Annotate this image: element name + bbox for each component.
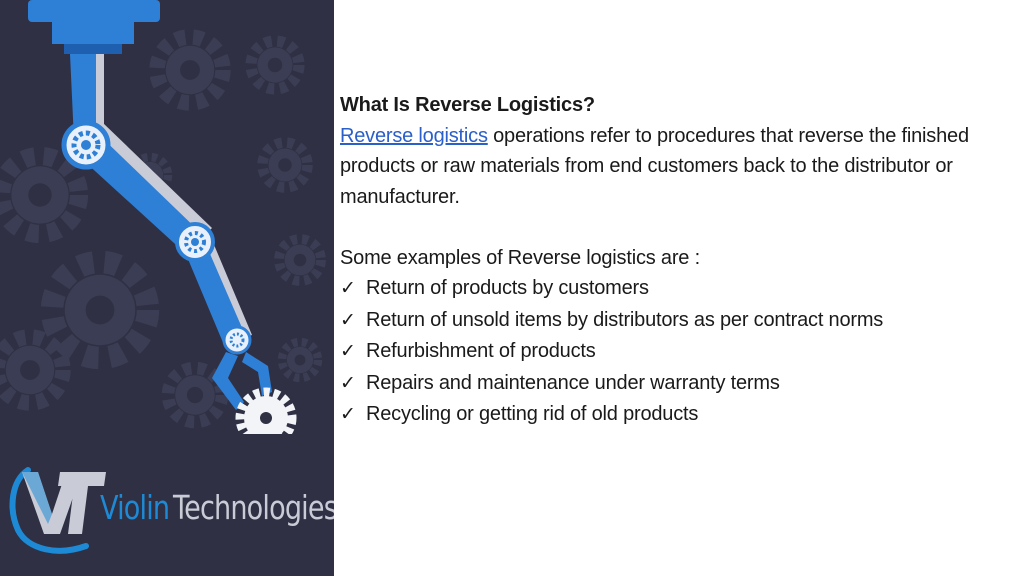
vt-monogram-icon <box>9 467 106 554</box>
article-heading: What Is Reverse Logistics? <box>340 94 595 116</box>
intro-text: operations refer to procedures that reve… <box>340 124 969 208</box>
list-item: ✓ Return of unsold items by distributors … <box>340 305 1010 337</box>
intro-paragraph: Reverse logistics operations refer to pr… <box>340 121 1010 213</box>
paragraph-spacer <box>340 212 1010 243</box>
list-item: ✓ Return of products by customers <box>340 273 1010 305</box>
checkmark-icon: ✓ <box>340 372 356 394</box>
checkmark-icon: ✓ <box>340 278 356 299</box>
list-item-text: Return of products by customers <box>366 277 649 299</box>
list-item-text: Recycling or getting rid of old products <box>366 403 699 425</box>
robotic-arm-illustration <box>0 0 334 454</box>
checkmark-icon: ✓ <box>340 341 356 362</box>
examples-list: ✓ Return of products by customers ✓ Return… <box>340 273 1010 431</box>
list-item: ✓ Refurbishment of products <box>340 336 1010 368</box>
examples-intro: Some examples of Reverse logistics are : <box>340 246 700 269</box>
decorative-side-panel: Violin Technologies <box>0 0 334 576</box>
list-item-text: Repairs and maintenance under warranty t… <box>366 371 780 394</box>
logo-word-violin: Violin <box>100 488 170 527</box>
list-item: ✓ Repairs and maintenance under warranty … <box>340 368 1010 400</box>
reverse-logistics-link[interactable]: Reverse logistics <box>340 124 488 147</box>
list-item-text: Refurbishment of products <box>366 340 596 362</box>
list-item: ✓ Recycling or getting rid of old product… <box>340 399 1010 431</box>
company-logo: Violin Technologies <box>8 458 334 558</box>
list-item-text: Return of unsold items by distributors a… <box>366 308 884 331</box>
article-body: What Is Reverse Logistics? Reverse logis… <box>340 90 1010 431</box>
checkmark-icon: ✓ <box>340 404 356 425</box>
logo-word-technologies: Technologies <box>173 488 334 527</box>
checkmark-icon: ✓ <box>340 309 356 331</box>
